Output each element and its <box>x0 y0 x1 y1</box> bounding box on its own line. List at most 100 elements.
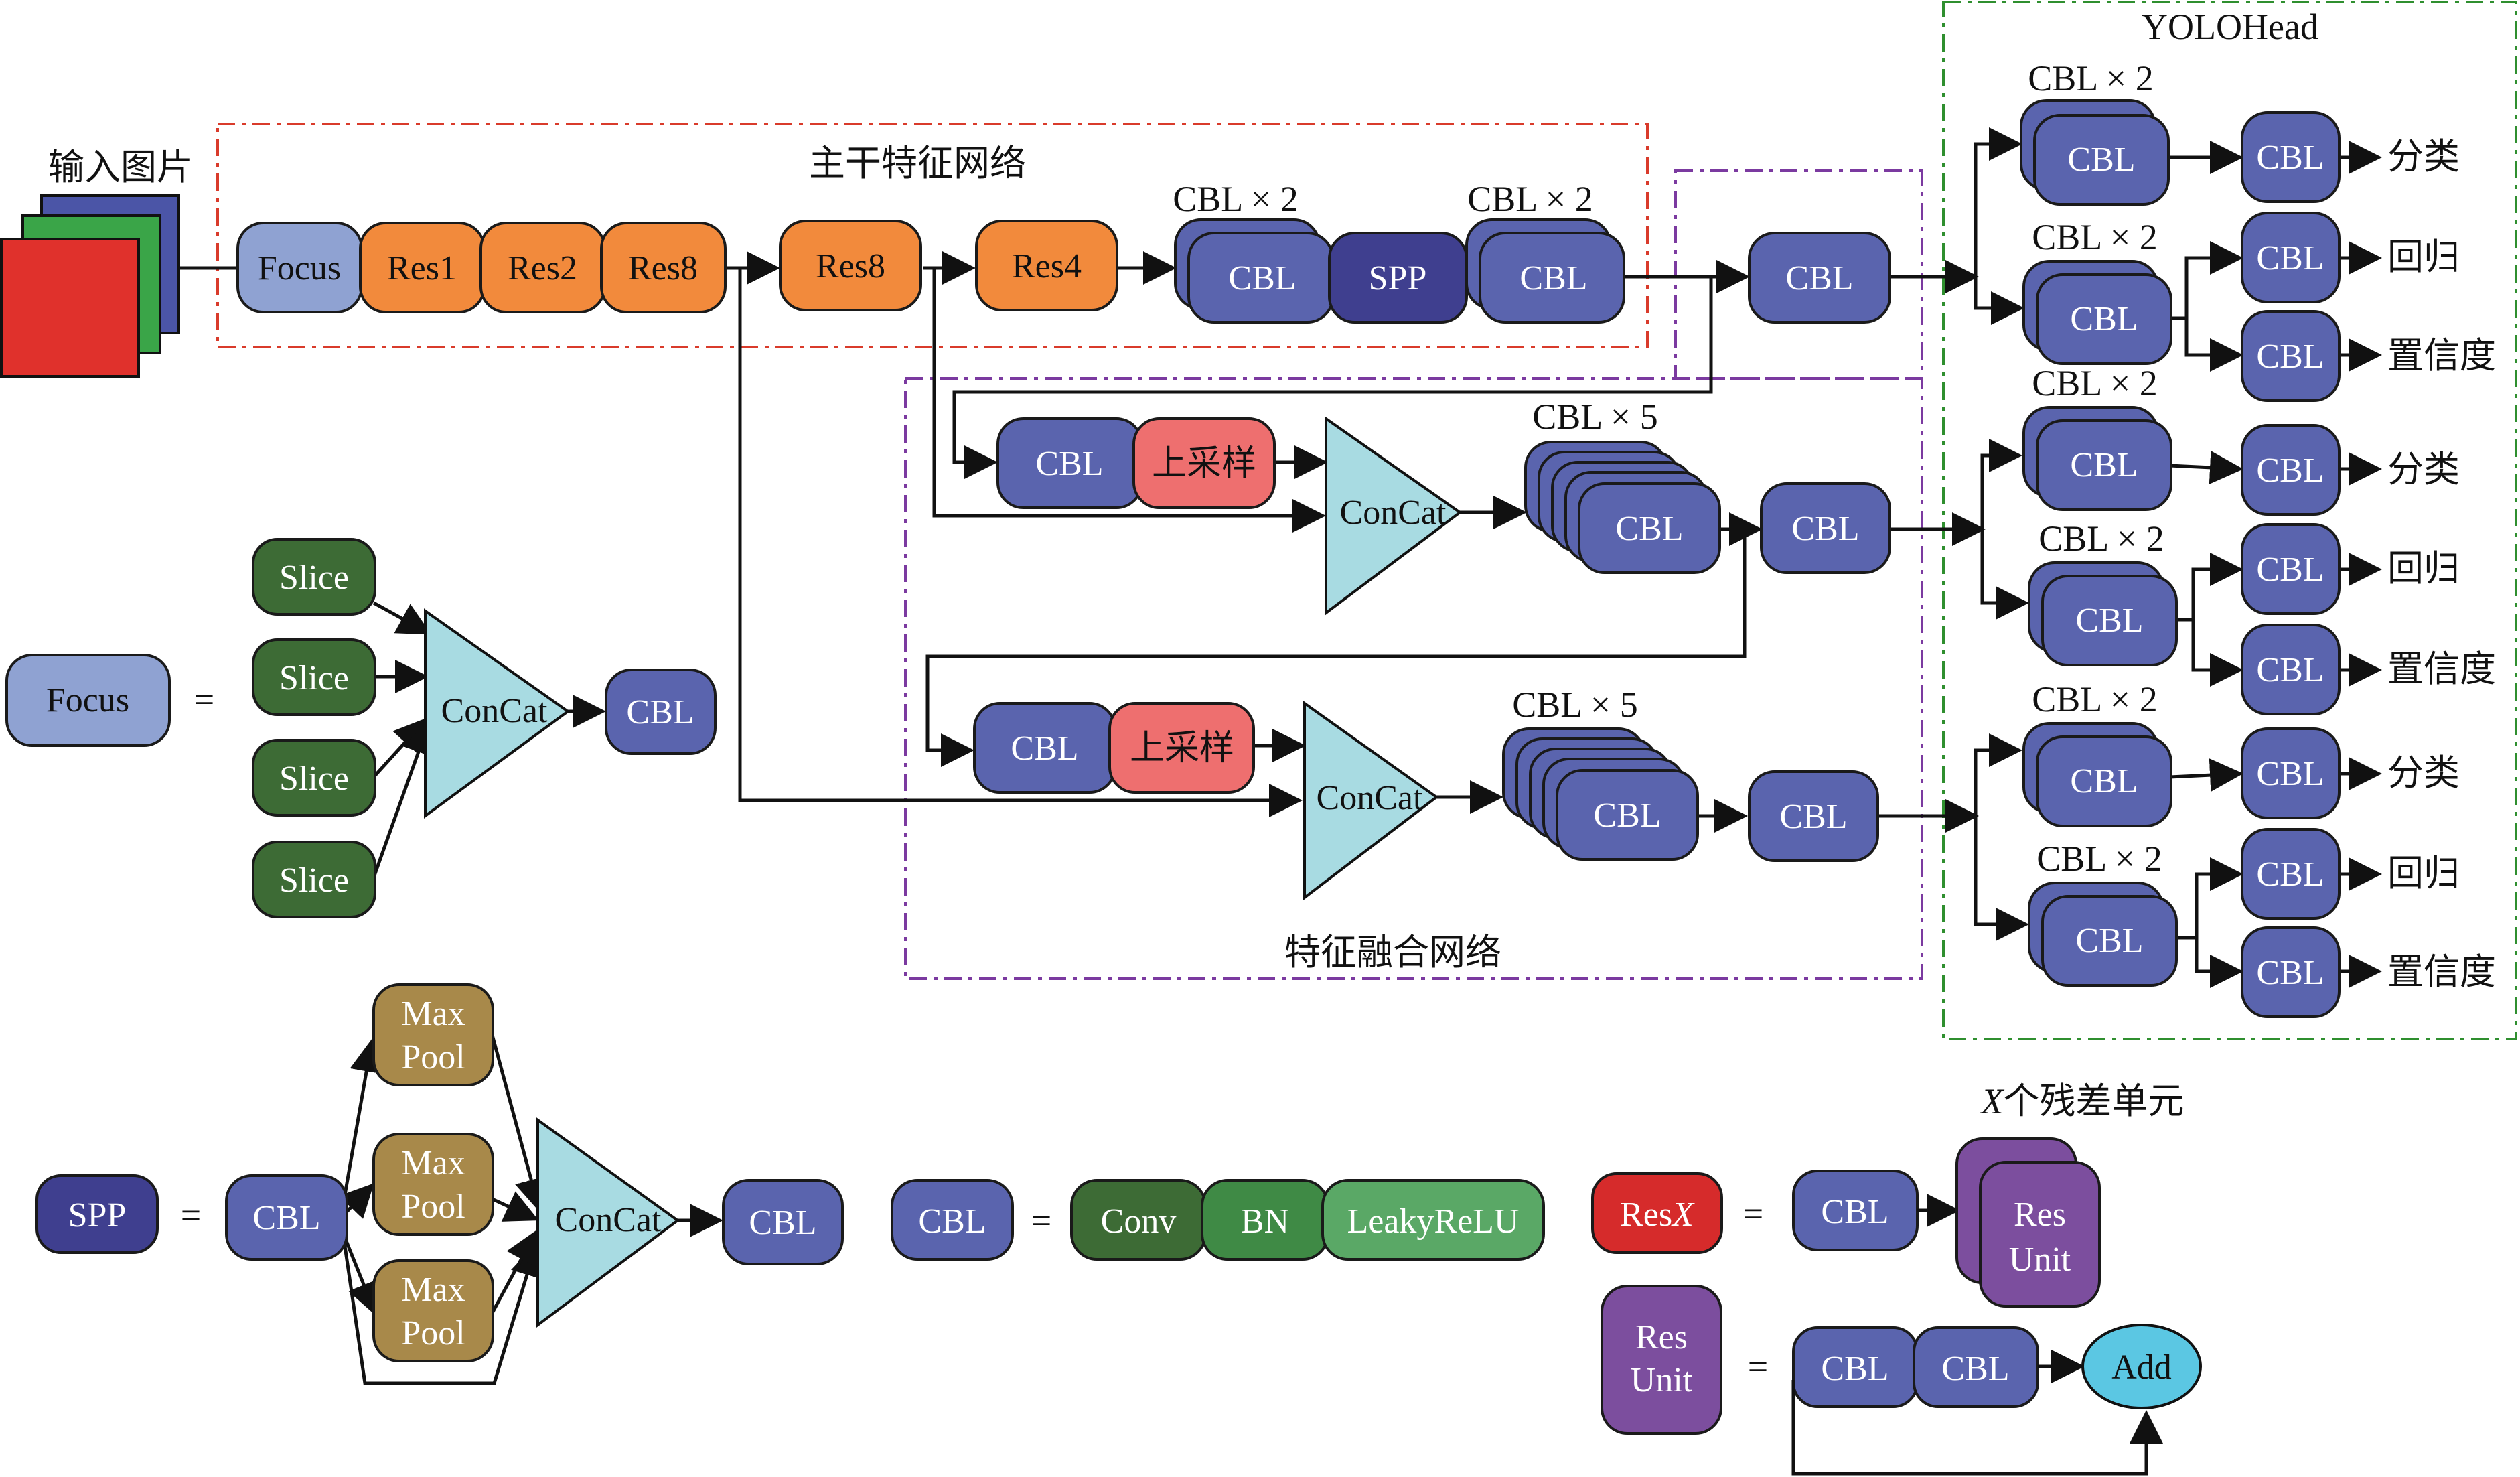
output-confidence-1: 置信度 <box>2387 336 2496 376</box>
svg-text:CBL: CBL <box>2256 651 2324 689</box>
svg-text:CBL: CBL <box>2256 855 2324 894</box>
head-cbl-stack-4: CBL <box>2028 561 2178 666</box>
backbone-cbl-x2-caption-left: CBL × 2 <box>1173 179 1298 219</box>
svg-text:=: = <box>1031 1200 1051 1241</box>
svg-text:CBL: CBL <box>1035 445 1103 483</box>
backbone-region <box>216 123 1649 348</box>
svg-text:CBL: CBL <box>1821 1350 1888 1388</box>
svg-text:SPP: SPP <box>1369 259 1427 297</box>
output-regress-3: 回归 <box>2387 853 2460 894</box>
svg-text:=: = <box>194 679 214 719</box>
head-cbl-confidence-3: CBL <box>2241 926 2341 1018</box>
neck-cbl-x5-caption-2: CBL × 5 <box>1512 685 1637 725</box>
svg-text:CBL: CBL <box>2256 755 2324 793</box>
svg-text:=: = <box>1748 1346 1768 1387</box>
svg-text:CBL: CBL <box>2070 300 2138 338</box>
head-title: YOLOHead <box>2142 7 2318 47</box>
svg-text:Max: Max <box>401 1144 465 1182</box>
maxpool-block-3: Max Pool <box>372 1259 494 1362</box>
neck-cbl-x5-caption-1: CBL × 5 <box>1532 397 1657 437</box>
legend-res-unit-cbl-1: CBL <box>1792 1326 1919 1408</box>
svg-text:CBL: CBL <box>1615 510 1683 548</box>
head-cbl-stack-2: CBL <box>2022 260 2172 365</box>
svg-text:CBL: CBL <box>2067 141 2135 179</box>
slice-block-1: Slice <box>252 538 376 616</box>
svg-text:Pool: Pool <box>401 1314 465 1352</box>
head-cbl-confidence-2: CBL <box>2241 624 2341 715</box>
add-block: Add <box>2081 1324 2202 1409</box>
head-cbl-x2-caption-3: CBL × 2 <box>2032 363 2157 403</box>
output-classify-2: 分类 <box>2387 449 2460 490</box>
svg-text:CBL: CBL <box>252 1199 320 1237</box>
upsample-block-1: 上采样 <box>1132 417 1276 509</box>
svg-text:Max: Max <box>401 1271 465 1309</box>
svg-text:Res8: Res8 <box>628 249 698 287</box>
svg-text:Max: Max <box>401 995 465 1033</box>
head-cbl-stack-3: CBL <box>2022 406 2172 511</box>
svg-text:Res1: Res1 <box>387 249 457 287</box>
svg-text:Res4: Res4 <box>1012 247 1082 285</box>
svg-text:上采样: 上采样 <box>1152 445 1256 483</box>
svg-text:Res: Res <box>2014 1196 2066 1234</box>
legend-res-unit-block: Res Unit <box>1601 1285 1722 1435</box>
legend-resx-block: ResX <box>1591 1172 1723 1254</box>
head-cbl-stack-5: CBL <box>2022 722 2172 827</box>
backbone-title: 主干特征网络 <box>809 143 1026 184</box>
svg-text:Slice: Slice <box>279 861 349 900</box>
svg-text:Slice: Slice <box>279 559 349 597</box>
svg-text:CBL: CBL <box>2070 446 2138 484</box>
head-cbl-confidence-1: CBL <box>2241 310 2341 402</box>
svg-text:CBL: CBL <box>626 693 694 731</box>
backbone-cbl-stack-left: CBL <box>1174 218 1334 324</box>
concat-block-2: ConCat <box>1303 701 1439 901</box>
res2-block: Res2 <box>479 222 606 313</box>
neck-cbl-stack-1: CBL <box>1524 441 1721 574</box>
svg-text:ResX: ResX <box>1620 1196 1695 1234</box>
legend-cbl-block: CBL <box>891 1179 1014 1261</box>
maxpool-block-1: Max Pool <box>372 983 494 1086</box>
svg-text:ConCat: ConCat <box>441 692 548 730</box>
head-cbl-classify-2: CBL <box>2241 424 2341 516</box>
svg-text:CBL: CBL <box>2075 602 2143 640</box>
svg-text:Res8: Res8 <box>816 247 885 285</box>
cbl-legend: CBL = Conv BN LeakyReLU <box>891 1179 1545 1261</box>
head-cbl-x2-caption-1: CBL × 2 <box>2028 58 2153 98</box>
svg-text:CBL: CBL <box>1941 1350 2009 1388</box>
legend-spp-cbl-out: CBL <box>722 1179 844 1265</box>
head-cbl-x2-caption-5: CBL × 2 <box>2032 679 2157 719</box>
legend-res-unit-stack: Res Unit <box>1955 1137 2101 1308</box>
neck-cbl-stack-2: CBL <box>1502 727 1699 861</box>
svg-text:CBL: CBL <box>1791 510 1859 548</box>
legend-spp-concat: ConCat <box>536 1117 680 1328</box>
input-label: 输入图片 <box>48 147 193 188</box>
slice-block-3: Slice <box>252 739 376 817</box>
resx-legend-title: X个残差单元 <box>1980 1081 2184 1121</box>
head-cbl-classify-1: CBL <box>2241 111 2341 203</box>
concat-block-1: ConCat <box>1325 416 1463 616</box>
svg-text:BN: BN <box>1241 1202 1289 1241</box>
res1-block: Res1 <box>359 222 486 313</box>
output-regress-2: 回归 <box>2387 549 2460 589</box>
neck-region <box>904 377 1923 980</box>
svg-text:CBL: CBL <box>2256 451 2324 490</box>
neck-region-top <box>1674 169 1923 380</box>
legend-res-unit-cbl-2: CBL <box>1913 1326 2039 1408</box>
head-region <box>1942 1 2517 1040</box>
svg-text:CBL: CBL <box>2070 762 2138 800</box>
output-regress-1: 回归 <box>2387 237 2460 277</box>
neck-cbl-upsample-2: CBL <box>973 702 1116 794</box>
focus-block: Focus <box>236 222 363 313</box>
output-confidence-2: 置信度 <box>2387 649 2496 689</box>
svg-text:Focus: Focus <box>258 249 341 287</box>
res8-block-second: Res8 <box>779 220 922 311</box>
svg-text:CBL: CBL <box>1593 796 1661 835</box>
bn-block: BN <box>1201 1179 1329 1261</box>
upsample-block-2: 上采样 <box>1108 702 1255 794</box>
slice-block-4: Slice <box>252 841 376 918</box>
svg-text:SPP: SPP <box>68 1196 127 1235</box>
svg-text:Slice: Slice <box>279 659 349 697</box>
svg-text:CBL: CBL <box>2256 954 2324 992</box>
conv-block: Conv <box>1070 1179 1207 1261</box>
focus-legend: Focus = Slice Slice Slice Slice ConCat <box>5 538 717 918</box>
